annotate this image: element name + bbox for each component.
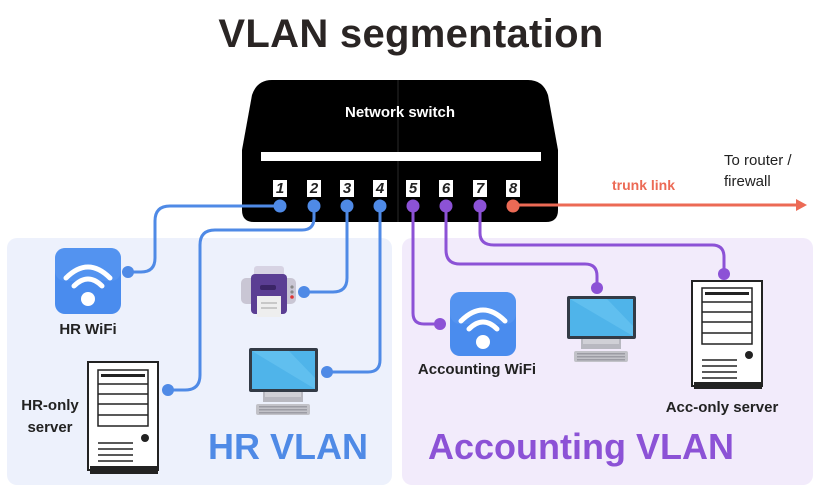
wifi-icon xyxy=(450,292,516,356)
router-label-line1: To router / xyxy=(724,152,792,169)
cable-port4-hr-pc xyxy=(325,204,382,374)
cable-port6-acc-pc xyxy=(444,204,599,290)
cable-port5-acc-wifi xyxy=(411,204,442,326)
port-3-dot xyxy=(340,199,354,213)
port-1-dot xyxy=(273,199,287,213)
router-firewall-label: To router / firewall xyxy=(724,150,792,192)
server-icon xyxy=(87,361,159,474)
diagram-title: VLAN segmentation xyxy=(218,12,604,56)
cable-port1-hr-wifi xyxy=(125,204,282,274)
trunk-link-label: trunk link xyxy=(612,177,676,193)
switch-label: Network switch xyxy=(344,104,456,121)
port-4-label: 4 xyxy=(373,180,387,197)
cable-port7-acc-server xyxy=(478,204,726,276)
desktop-computer-icon xyxy=(567,296,636,362)
hr-server-label: HR-only server xyxy=(12,395,88,439)
port-2-label: 2 xyxy=(307,180,321,197)
port-8-label: 8 xyxy=(506,180,520,197)
port-dots xyxy=(273,199,520,213)
hr-server-label-line1: HR-only xyxy=(21,397,79,414)
port-7-label: 7 xyxy=(473,180,487,197)
router-label-line2: firewall xyxy=(724,173,771,190)
port-1-label: 1 xyxy=(273,180,287,197)
port-4-dot xyxy=(373,199,387,213)
port-6-label: 6 xyxy=(439,180,453,197)
device-dots xyxy=(122,266,730,396)
hr-server-label-line2: server xyxy=(27,419,73,436)
port-5-label: 5 xyxy=(406,180,420,197)
port-3-label: 3 xyxy=(340,180,354,197)
accounting-vlan-label: Accounting VLAN xyxy=(428,426,734,467)
port-7-dot xyxy=(473,199,487,213)
hr-wifi-label: HR WiFi xyxy=(59,321,117,338)
accounting-wifi-label: Accounting WiFi xyxy=(417,361,537,378)
server-icon xyxy=(691,280,763,389)
printer-icon xyxy=(241,266,296,317)
hr-vlan-label: HR VLAN xyxy=(208,426,368,467)
port-8-dot xyxy=(506,199,520,213)
desktop-computer-icon xyxy=(249,348,318,415)
trunk-link-arrow xyxy=(513,199,807,211)
wifi-icon xyxy=(55,248,121,314)
cable-port3-printer xyxy=(302,204,349,294)
acc-server-label: Acc-only server xyxy=(665,399,779,416)
cable-port2-hr-server xyxy=(166,204,316,392)
port-2-dot xyxy=(307,199,321,213)
accounting-cables xyxy=(411,204,726,326)
switch-indicator-bar xyxy=(261,152,541,161)
port-5-dot xyxy=(406,199,420,213)
port-6-dot xyxy=(439,199,453,213)
hr-cables xyxy=(125,204,382,392)
